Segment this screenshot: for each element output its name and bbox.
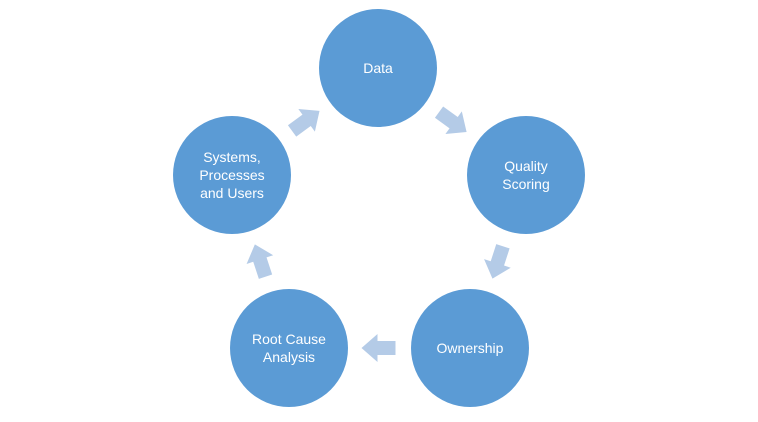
arrow-shape: [484, 244, 511, 279]
node-circle: [319, 9, 437, 127]
node-label-line: Root Cause: [252, 331, 326, 347]
arrow-ownership-to-root-cause-analysis: [361, 334, 396, 362]
arrow-systems-processes-users-to-data: [287, 109, 320, 137]
arrow-shape: [246, 244, 274, 279]
arrow-quality-scoring-to-ownership: [484, 244, 511, 279]
node-circle: [467, 116, 585, 234]
arrow-shape: [361, 334, 396, 362]
node-circle: [230, 289, 348, 407]
node-data: Data: [319, 9, 437, 127]
node-circle: [173, 116, 291, 234]
node-circle: [411, 289, 529, 407]
arrow-data-to-quality-scoring: [434, 106, 467, 135]
node-ownership: Ownership: [411, 289, 529, 407]
node-label-line: Processes: [199, 167, 264, 183]
node-systems-processes-users: Systems, Processes and Users: [173, 116, 291, 234]
arrow-shape: [287, 109, 320, 137]
node-label-line: and Users: [200, 185, 264, 201]
node-label-line: Quality: [504, 158, 548, 174]
arrow-root-cause-analysis-to-systems-processes-users: [246, 244, 274, 279]
arrow-shape: [434, 106, 467, 135]
node-label-line: Ownership: [437, 340, 504, 356]
node-label-line: Systems,: [203, 149, 261, 165]
node-label-line: Scoring: [502, 176, 549, 192]
node-label-line: Analysis: [263, 349, 315, 365]
node-label-line: Data: [363, 60, 393, 76]
